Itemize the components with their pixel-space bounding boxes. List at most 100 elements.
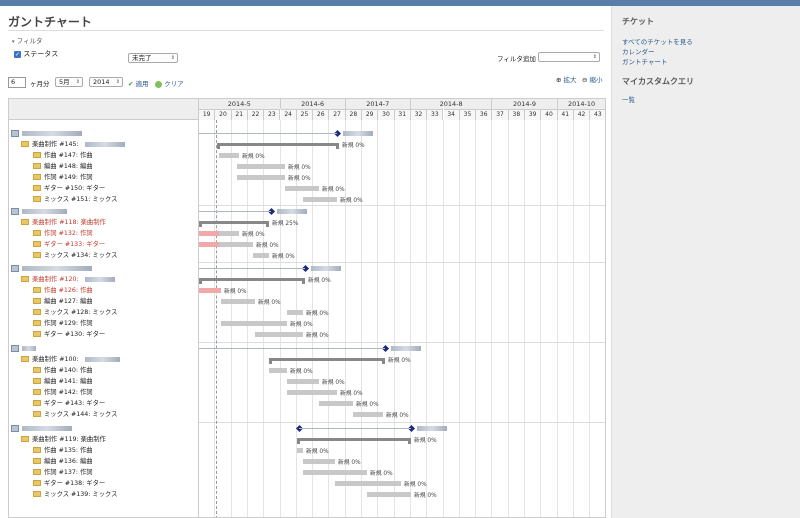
gantt-parent-bar[interactable] bbox=[199, 278, 305, 281]
sidebar-link-calendar[interactable]: カレンダー bbox=[622, 48, 655, 56]
gantt-task-bar[interactable] bbox=[269, 368, 287, 373]
year-select[interactable]: 2014 ⇕ bbox=[89, 77, 123, 87]
gantt-project-row[interactable] bbox=[9, 423, 198, 434]
gantt-issue-row[interactable]: ミックス #128: ミックス bbox=[9, 307, 198, 318]
gantt-task-bar[interactable] bbox=[287, 310, 303, 315]
folder-icon bbox=[33, 480, 41, 486]
gantt-task-bar[interactable] bbox=[303, 459, 335, 464]
gantt-issue-row[interactable]: 楽曲制作 #145: bbox=[9, 139, 198, 150]
gantt-issue-row[interactable]: 作詞 #149: 作詞 bbox=[9, 172, 198, 183]
gantt-task-bar[interactable] bbox=[199, 242, 253, 247]
gantt-bar-status-label: 新規 0% bbox=[306, 333, 329, 339]
status-operator-select[interactable]: 未完了 ⇕ bbox=[128, 53, 178, 63]
folder-icon bbox=[33, 320, 41, 326]
gantt-issue-row[interactable]: 編曲 #148: 編曲 bbox=[9, 161, 198, 172]
gantt-issue-row[interactable]: 作詞 #137: 作詞 bbox=[9, 467, 198, 478]
gantt-row-subject: 作詞 #132: 作詞 bbox=[44, 230, 93, 237]
gantt-parent-bar[interactable] bbox=[217, 143, 339, 146]
gantt-week-35: 35 bbox=[459, 109, 477, 120]
folder-icon bbox=[21, 276, 29, 282]
gantt-task-bar[interactable] bbox=[297, 448, 303, 453]
gantt-issue-row[interactable]: 作詞 #142: 作詞 bbox=[9, 387, 198, 398]
gantt-bar-status-label: 新規 0% bbox=[342, 143, 365, 149]
gantt-row-subject: 作詞 #129: 作詞 bbox=[44, 320, 93, 327]
gantt-task-bar[interactable] bbox=[237, 164, 285, 169]
month-select[interactable]: 5月 ⇕ bbox=[55, 77, 83, 87]
gantt-issue-row[interactable]: 編曲 #141: 編曲 bbox=[9, 376, 198, 387]
gantt-bar-status-label: 新規 0% bbox=[306, 449, 329, 455]
gantt-project-row[interactable] bbox=[9, 128, 198, 139]
gantt-row-subject: ギター #130: ギター bbox=[44, 331, 106, 338]
gantt-issue-row[interactable]: 作詞 #129: 作詞 bbox=[9, 318, 198, 329]
gantt-parent-cap bbox=[269, 358, 272, 364]
gantt-task-bar[interactable] bbox=[353, 412, 383, 417]
folder-icon bbox=[33, 252, 41, 258]
gantt-issue-row[interactable]: 編曲 #136: 編曲 bbox=[9, 456, 198, 467]
gantt-month-2014-9: 2014-9 bbox=[492, 99, 558, 109]
gantt-task-bar[interactable] bbox=[253, 253, 269, 258]
gantt-task-bar[interactable] bbox=[319, 401, 353, 406]
gantt-task-bar[interactable] bbox=[303, 470, 367, 475]
gantt-task-bar[interactable] bbox=[255, 332, 303, 337]
gantt-task-bar[interactable] bbox=[287, 379, 319, 384]
page-title: ガントチャート bbox=[8, 15, 92, 29]
sidebar-query-list[interactable]: 一覧 bbox=[622, 96, 635, 104]
gantt-task-bar[interactable] bbox=[287, 390, 337, 395]
gantt-issue-row[interactable]: 作曲 #140: 作曲 bbox=[9, 365, 198, 376]
gantt-task-bar[interactable] bbox=[303, 197, 337, 202]
gantt-group-separator bbox=[199, 422, 605, 423]
gantt-issue-row[interactable]: ギター #130: ギター bbox=[9, 329, 198, 340]
gantt-issue-row[interactable]: 編曲 #127: 編曲 bbox=[9, 296, 198, 307]
gantt-task-bar[interactable] bbox=[221, 321, 287, 326]
apply-button[interactable]: ✔ 適用 bbox=[128, 78, 149, 88]
sidebar-link-all-issues[interactable]: すべてのチケットを見る bbox=[622, 38, 693, 46]
gantt-issue-row[interactable]: 楽曲制作 #120: bbox=[9, 274, 198, 285]
gantt-issue-row[interactable]: 作曲 #147: 作曲 bbox=[9, 150, 198, 161]
gantt-parent-bar[interactable] bbox=[269, 358, 385, 361]
gantt-parent-cap bbox=[382, 358, 385, 364]
status-checkbox[interactable]: ✓ bbox=[14, 50, 21, 58]
gantt-week-40: 40 bbox=[541, 109, 558, 120]
gantt-issue-row[interactable]: 楽曲制作 #100: bbox=[9, 354, 198, 365]
gantt-task-bar[interactable] bbox=[335, 481, 401, 486]
gantt-issue-row[interactable]: 楽曲制作 #118: 楽曲制作 bbox=[9, 217, 198, 228]
gantt-parent-bar[interactable] bbox=[199, 221, 269, 224]
gantt-bar-status-label: 新規 25% bbox=[272, 221, 299, 227]
filter-legend[interactable]: ▾ フィルタ bbox=[12, 35, 42, 45]
gantt-issue-row[interactable]: ギター #133: ギター bbox=[9, 239, 198, 250]
gantt-parent-cap bbox=[199, 278, 202, 284]
folder-icon bbox=[33, 367, 41, 373]
gantt-task-bar[interactable] bbox=[199, 231, 239, 236]
gantt-task-bar[interactable] bbox=[219, 153, 239, 158]
gantt-issue-row[interactable]: ミックス #151: ミックス bbox=[9, 194, 198, 205]
gantt-task-bar[interactable] bbox=[221, 299, 255, 304]
gantt-issue-row[interactable]: 作曲 #126: 作曲 bbox=[9, 285, 198, 296]
gantt-parent-bar[interactable] bbox=[297, 438, 411, 441]
gantt-project-row[interactable] bbox=[9, 343, 198, 354]
gantt-issue-row[interactable]: 楽曲制作 #119: 楽曲制作 bbox=[9, 434, 198, 445]
title-divider bbox=[8, 30, 604, 31]
redacted-issue-name bbox=[84, 356, 120, 362]
months-input[interactable]: 6 bbox=[8, 77, 26, 88]
gantt-grid-line bbox=[230, 120, 232, 517]
gantt-issue-row[interactable]: ミックス #144: ミックス bbox=[9, 409, 198, 420]
gantt-task-bar[interactable] bbox=[285, 186, 319, 191]
clear-button[interactable]: クリア bbox=[155, 78, 184, 88]
sidebar-link-gantt[interactable]: ガントチャート bbox=[622, 58, 668, 66]
gantt-project-row[interactable] bbox=[9, 263, 198, 274]
gantt-task-bar[interactable] bbox=[367, 492, 411, 497]
gantt-project-row[interactable] bbox=[9, 206, 198, 217]
gantt-issue-row[interactable]: ギター #150: ギター bbox=[9, 183, 198, 194]
zoom-in-button[interactable]: ⊕ 拡大 bbox=[556, 74, 577, 84]
gantt-issue-row[interactable]: ミックス #139: ミックス bbox=[9, 489, 198, 500]
zoom-out-button[interactable]: ⊖ 縮小 bbox=[582, 74, 603, 84]
gantt-issue-row[interactable]: 作詞 #132: 作詞 bbox=[9, 228, 198, 239]
gantt-issue-row[interactable]: ギター #138: ギター bbox=[9, 478, 198, 489]
gantt-issue-row[interactable]: ミックス #134: ミックス bbox=[9, 250, 198, 261]
select-arrows-icon: ⇕ bbox=[75, 79, 80, 85]
gantt-issue-row[interactable]: 作曲 #135: 作曲 bbox=[9, 445, 198, 456]
gantt-issue-row[interactable]: ギター #143: ギター bbox=[9, 398, 198, 409]
add-filter-select[interactable]: ⇕ bbox=[538, 52, 600, 62]
gantt-task-bar[interactable] bbox=[237, 175, 285, 180]
gantt-row-subject: 作詞 #149: 作詞 bbox=[44, 174, 93, 181]
